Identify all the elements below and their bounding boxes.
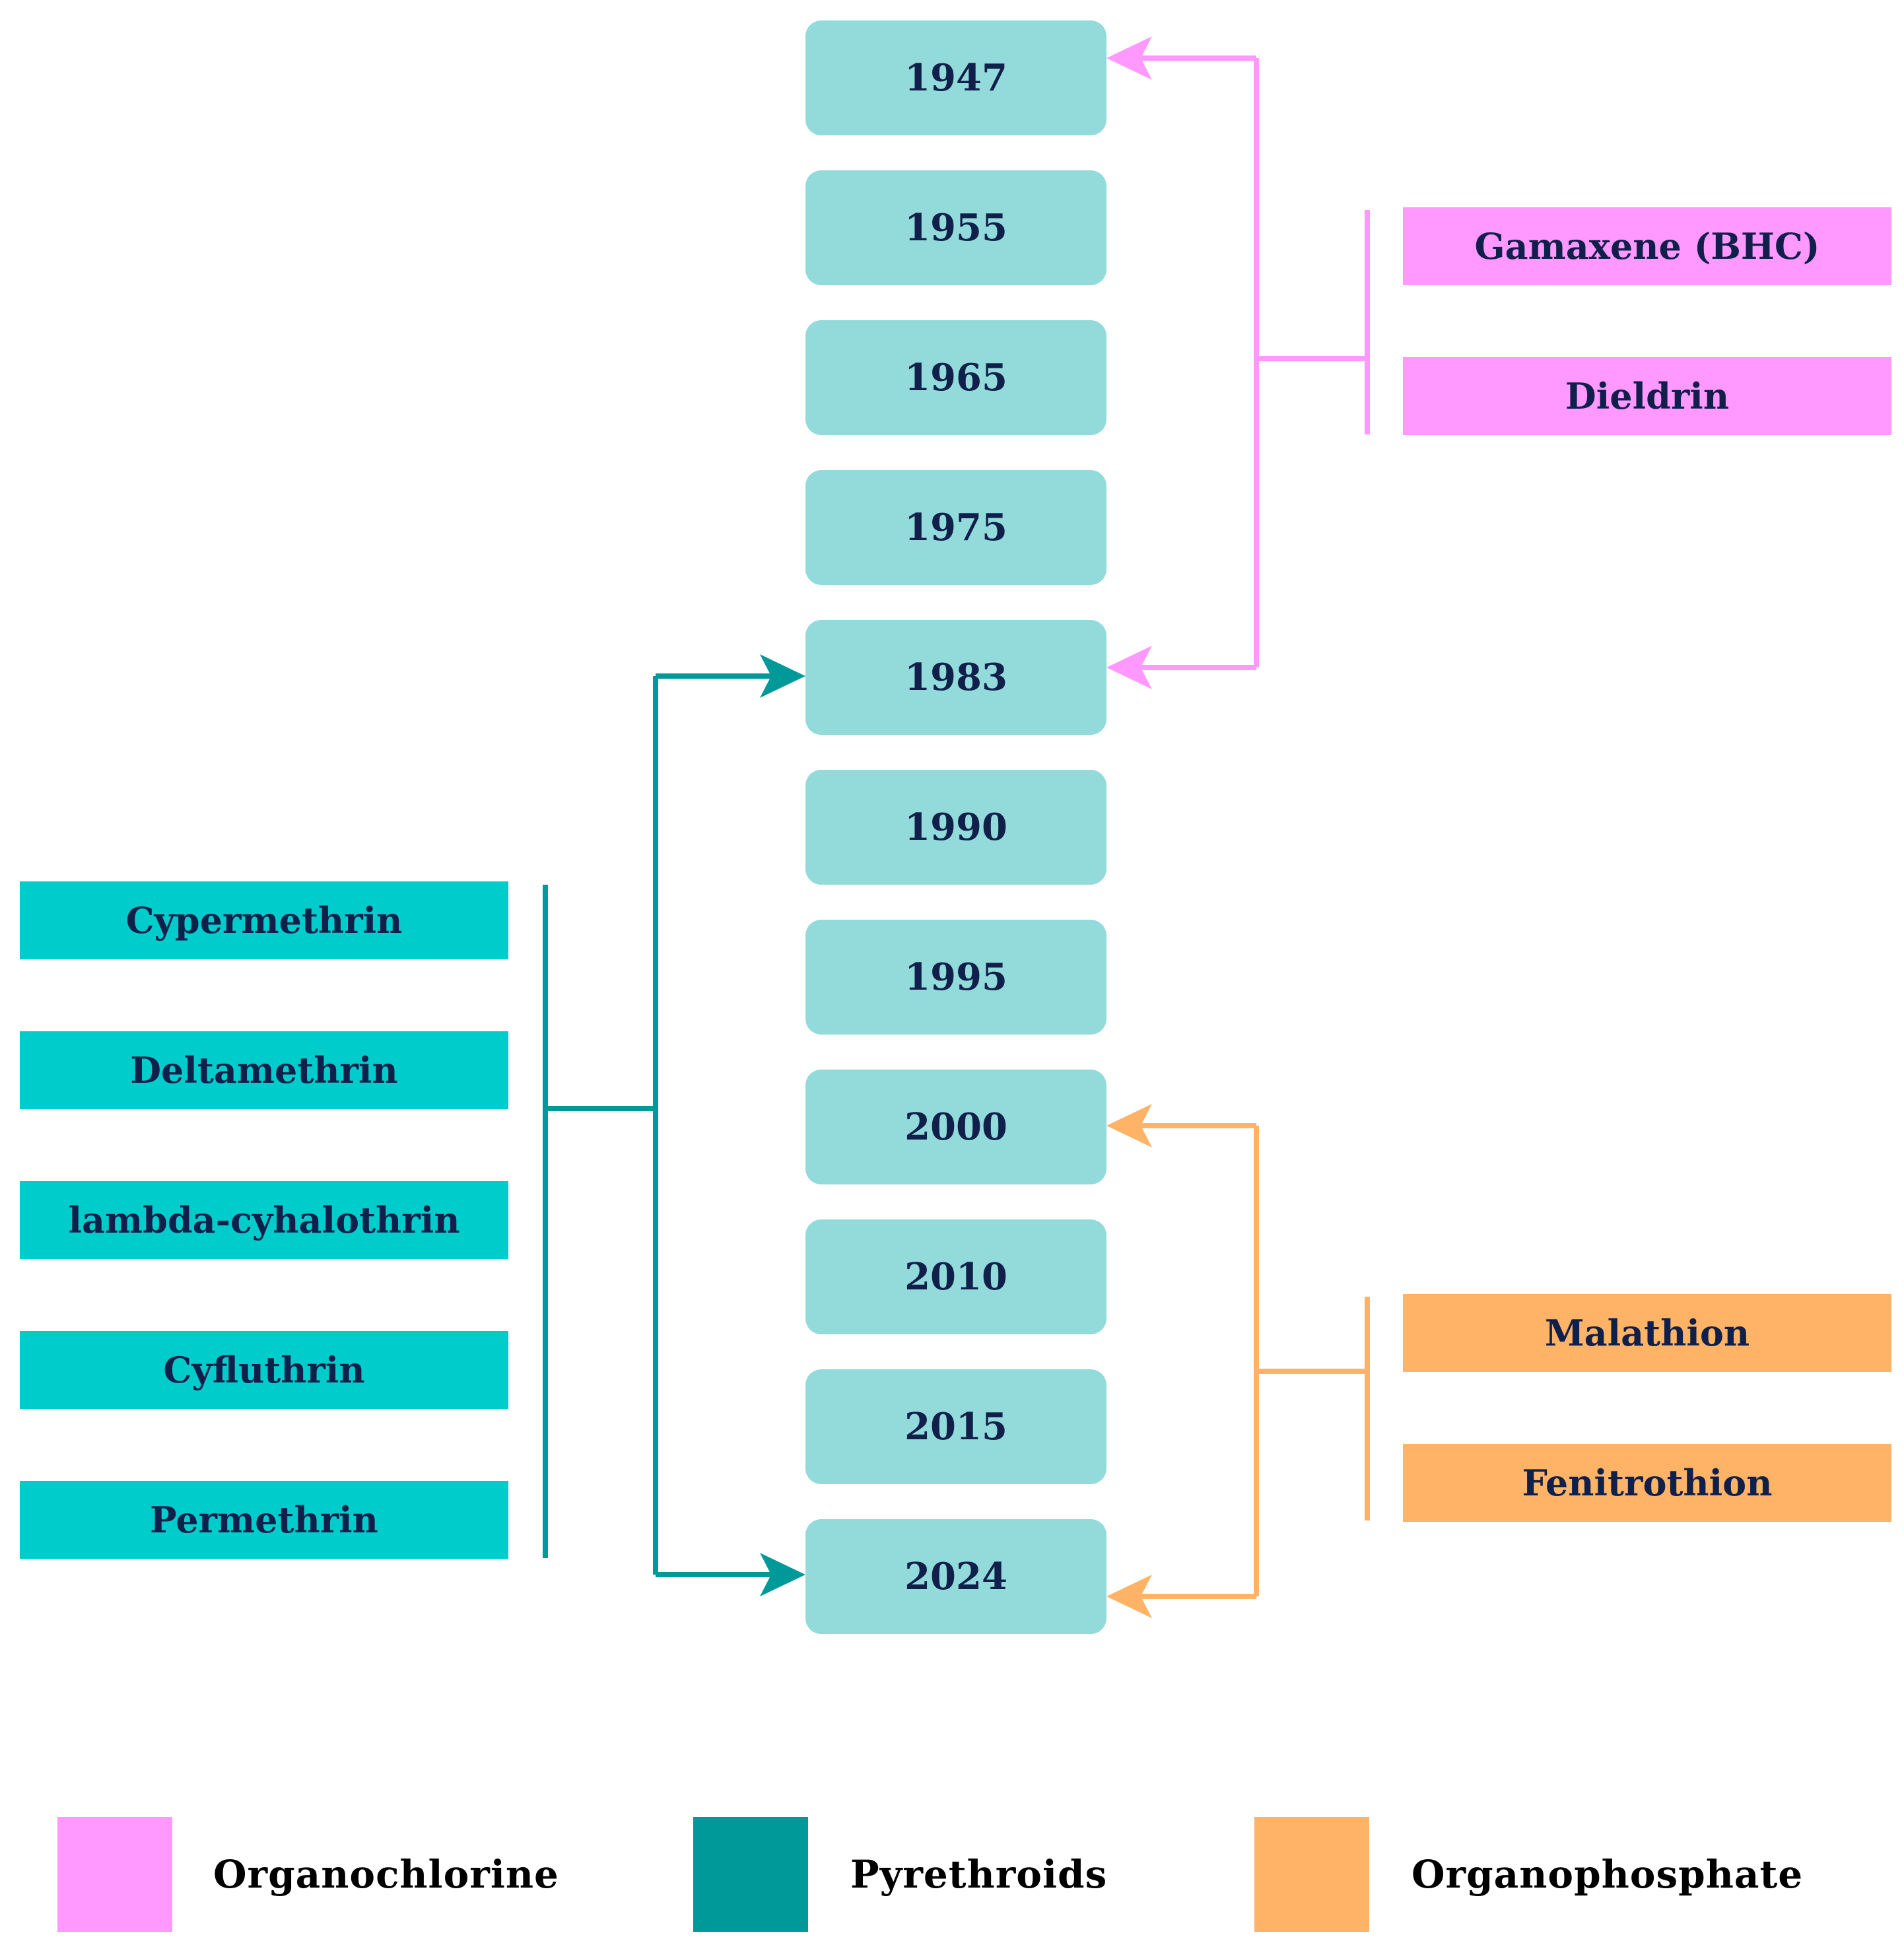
year-box-1983: 1983: [805, 620, 1106, 735]
legend-label-organochlorine: Organochlorine: [213, 1852, 559, 1897]
year-box-2010: 2010: [805, 1219, 1106, 1334]
year-box-1947: 1947: [805, 20, 1106, 135]
organochlorine-compound-box: Gamaxene (BHC): [1403, 207, 1891, 285]
organochlorine-connector: [1122, 55, 1370, 670]
year-box-1995: 1995: [805, 920, 1106, 1035]
legend-label-pyrethroids: Pyrethroids: [850, 1852, 1108, 1897]
pyrethroid-compound-box: Permethrin: [20, 1481, 508, 1559]
legend-swatch-organophosphate: [1254, 1817, 1369, 1932]
organochlorine-compound-box: Dieldrin: [1403, 357, 1891, 435]
legend-label-organophosphate: Organophosphate: [1411, 1852, 1804, 1897]
organochlorine-arrowhead-1983: [1106, 646, 1152, 689]
pyrethroid-compound-box: Deltamethrin: [20, 1031, 508, 1109]
organophosphate-arrowhead-2024: [1106, 1575, 1152, 1618]
year-box-1965: 1965: [805, 320, 1106, 435]
organophosphate-compound-box: Malathion: [1403, 1294, 1891, 1372]
pyrethroids-arrowhead-2024: [760, 1553, 805, 1596]
organophosphate-compound-box: Fenitrothion: [1403, 1444, 1891, 1522]
organophosphate-arrowhead-2000: [1106, 1104, 1152, 1147]
organochlorine-arrowhead-1947: [1106, 36, 1152, 80]
year-box-1975: 1975: [805, 470, 1106, 585]
year-box-2024: 2024: [805, 1519, 1106, 1634]
pyrethroids-arrowhead-1983: [760, 654, 805, 698]
pyrethroid-compound-box: lambda-cyhalothrin: [20, 1181, 508, 1259]
organophosphate-connector: [1122, 1123, 1370, 1599]
legend-swatch-organochlorine: [57, 1817, 172, 1932]
pyrethroid-compound-box: Cypermethrin: [20, 881, 508, 959]
year-box-1955: 1955: [805, 170, 1106, 285]
pyrethroid-compound-box: Cyfluthrin: [20, 1331, 508, 1409]
pyrethroids-connector: [543, 673, 779, 1577]
year-box-2000: 2000: [805, 1070, 1106, 1184]
year-box-2015: 2015: [805, 1369, 1106, 1484]
year-box-1990: 1990: [805, 770, 1106, 885]
legend-swatch-pyrethroids: [693, 1817, 808, 1932]
